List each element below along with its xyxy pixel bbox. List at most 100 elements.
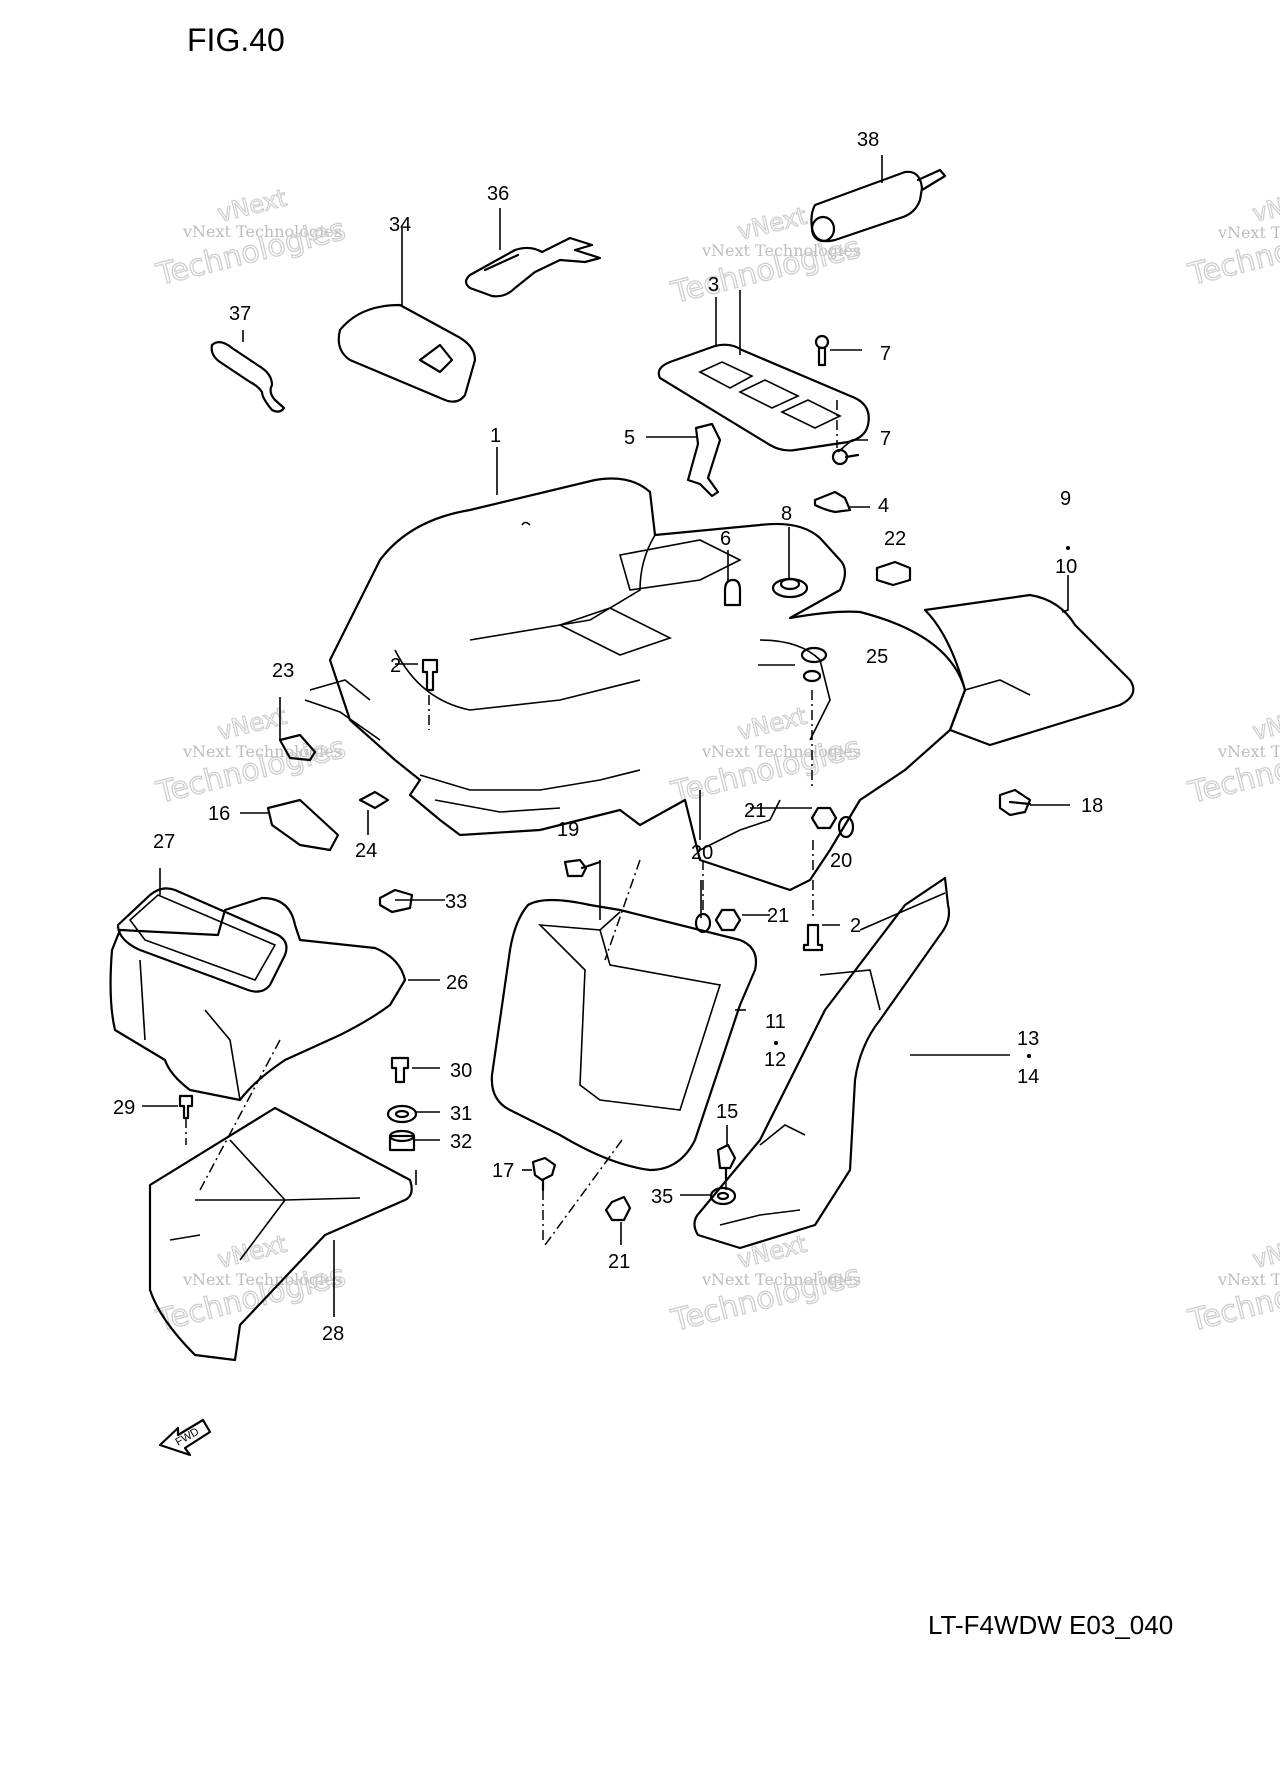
callout-12: 12 [764, 1049, 786, 1071]
callout-36: 36 [487, 183, 509, 205]
svg-text:vNext Technologies: vNext Technologies [182, 222, 342, 241]
callout-17: 17 [492, 1160, 514, 1182]
watermark-bottom-center: vNext Technologies vNext Technologies [667, 1229, 865, 1340]
part-37-bracket [210, 341, 286, 413]
part-3-carrier [657, 343, 870, 452]
part-15-screw [716, 1143, 737, 1182]
part-13-14-side-panel [693, 876, 951, 1250]
callout-26: 26 [446, 972, 468, 994]
callout-8: 8 [781, 503, 792, 525]
svg-text:vNext: vNext [215, 702, 290, 746]
svg-text:vNext: vNext [735, 702, 810, 746]
watermark-mid-left: vNext Technologies vNext Technologies [152, 701, 350, 812]
leader-lines [142, 155, 1070, 1317]
callout-6: 6 [720, 528, 731, 550]
callout-7-top: 7 [880, 343, 891, 365]
callout-23: 23 [272, 660, 294, 682]
part-23-bracket [278, 733, 317, 762]
part-28-under-tray [148, 1106, 413, 1362]
callout-21-mid: 21 [767, 905, 789, 927]
callout-34: 34 [389, 214, 411, 236]
svg-text:vNext: vNext [1250, 1230, 1280, 1274]
callout-24: 24 [355, 840, 377, 862]
part-7-bolt-top [814, 334, 830, 367]
part-9-10-mud-flap [923, 593, 1135, 747]
assembly-center-lines [185, 400, 838, 1246]
callout-31: 31 [450, 1103, 472, 1125]
svg-text:vNext: vNext [735, 202, 810, 246]
callout-1: 1 [490, 425, 501, 447]
callout-3: 3 [708, 274, 719, 296]
watermark-mid-center: vNext Technologies vNext Technologies [667, 701, 865, 812]
callout-20-upper: 20 [830, 850, 852, 872]
callout-14: 14 [1017, 1066, 1039, 1088]
svg-text:vNext: vNext [215, 1230, 290, 1274]
figure-title: FIG.40 [187, 22, 285, 58]
part-8-cap [771, 577, 809, 599]
watermark-bottom-right: vNext Technologies vNext Technologies [1184, 1229, 1280, 1340]
svg-text:vNext Technologies: vNext Technologies [1217, 742, 1280, 761]
callout-4: 4 [878, 495, 889, 517]
part-34-cover [337, 303, 477, 403]
part-25-nut [800, 646, 828, 683]
part-35-washer [709, 1186, 737, 1206]
svg-text:vNext Technologies: vNext Technologies [1217, 223, 1280, 242]
svg-text:vNext Technologies: vNext Technologies [182, 1270, 342, 1289]
figure-code: LT-F4WDW E03_040 [928, 1610, 1174, 1640]
watermark-mid-right: vNext Technologies vNext Technologies [1184, 701, 1280, 812]
svg-text:vNext Technologies: vNext Technologies [182, 742, 342, 761]
part-24-clip [358, 790, 390, 810]
part-30-bolt [390, 1056, 410, 1084]
part-5-bracket [686, 422, 722, 498]
callout-27: 27 [153, 831, 175, 853]
part-21-nut-mid [714, 908, 742, 932]
callout-37: 37 [229, 303, 251, 325]
callout-33: 33 [445, 891, 467, 913]
callout-21-lower: 21 [608, 1251, 630, 1273]
callout-16: 16 [208, 803, 230, 825]
callout-10: 10 [1055, 556, 1077, 578]
part-16-strip [266, 798, 340, 852]
part-36-clip [464, 236, 602, 298]
part-27-gasket [116, 887, 288, 993]
callout-5: 5 [624, 427, 635, 449]
watermark-top-left: vNext Technologies vNext Technologies [152, 183, 350, 294]
part-20-washer-upper [837, 815, 855, 839]
callout-35: 35 [651, 1186, 673, 1208]
part-4-plate [813, 490, 852, 514]
callout-13: 13 [1017, 1028, 1039, 1050]
part-33-clip [378, 888, 414, 914]
callout-38: 38 [857, 129, 879, 151]
part-2-bolt-right [802, 923, 824, 952]
callout-28: 28 [322, 1323, 344, 1345]
part-26-storage-box [109, 896, 407, 1102]
part-1-rear-fender [304, 477, 967, 892]
part-11-12-inner-fender [490, 898, 758, 1172]
callout-2-right: 2 [850, 915, 861, 937]
callout-separator-dots [774, 546, 1070, 1058]
part-18-bolt [998, 788, 1032, 817]
callout-2-left: 2 [390, 655, 401, 677]
callout-9: 9 [1060, 488, 1071, 510]
watermark-top-right: vNext Technologies vNext Technologies [1184, 183, 1280, 294]
callout-19: 19 [557, 819, 579, 841]
callout-29: 29 [113, 1097, 135, 1119]
part-38-silencer [810, 168, 947, 243]
part-21-nut-upper [810, 806, 838, 830]
part-32-collar [388, 1129, 416, 1152]
callout-25: 25 [866, 646, 888, 668]
svg-text:vNext Technologies: vNext Technologies [701, 742, 861, 761]
callout-labels: 1 2 2 3 4 5 6 7 7 8 9 10 11 12 13 14 15 … [113, 129, 1103, 1345]
part-29-bolt [178, 1094, 194, 1120]
part-17-screw [531, 1156, 557, 1192]
part-6-grommet [723, 578, 742, 607]
callout-32: 32 [450, 1131, 472, 1153]
callout-18: 18 [1081, 795, 1103, 817]
part-2-bolt-left [421, 658, 439, 692]
part-22-pad [875, 560, 912, 587]
part-19-bolt [563, 858, 602, 878]
callout-15: 15 [716, 1101, 738, 1123]
part-31-washer [386, 1104, 418, 1124]
part-21-nut-lower [604, 1195, 632, 1222]
